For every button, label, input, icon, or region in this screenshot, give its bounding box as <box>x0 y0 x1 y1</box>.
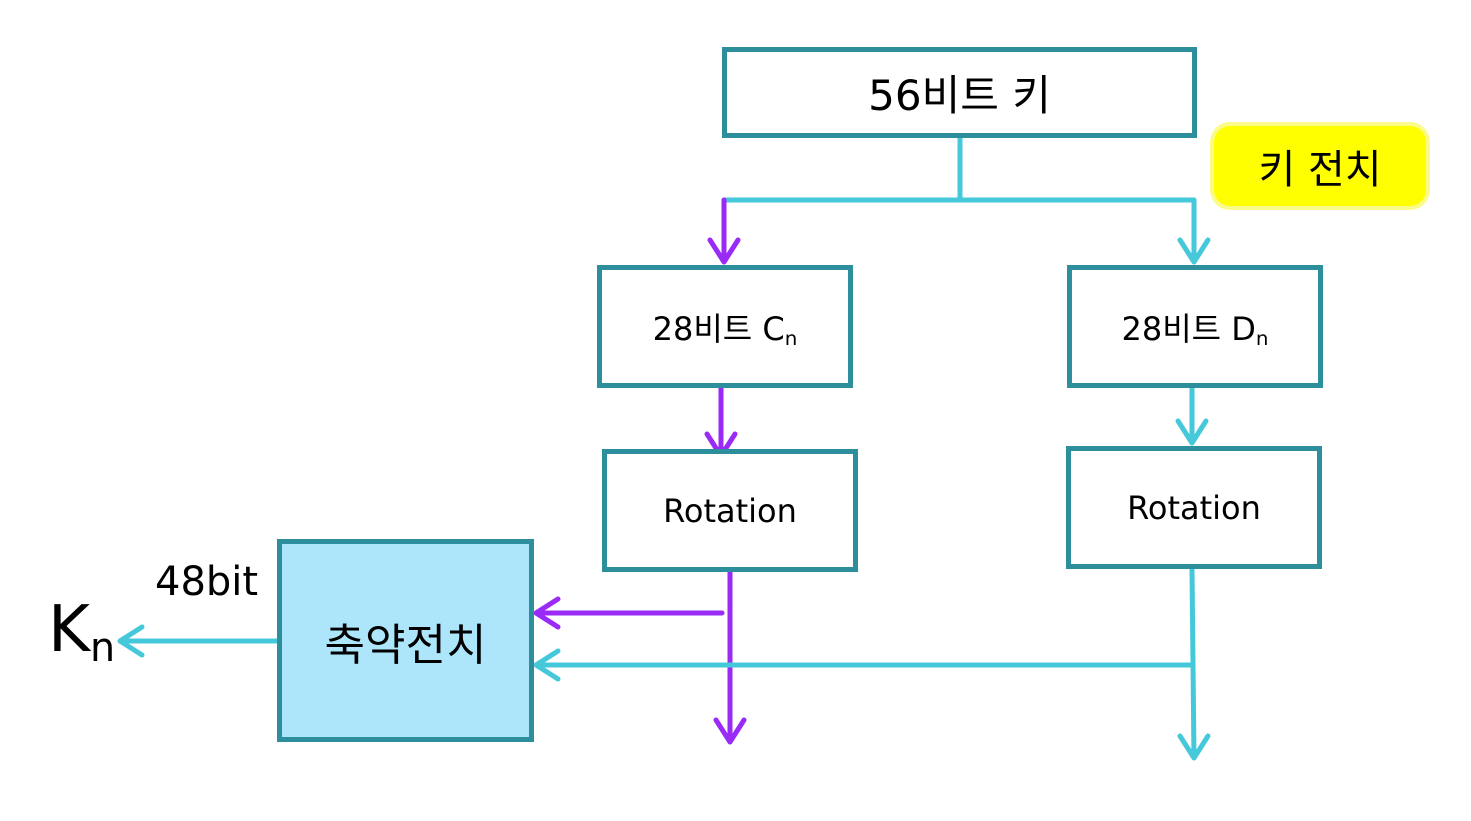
compression-permutation-box: 축약전치 <box>277 539 534 742</box>
rotation-right-label: Rotation <box>1127 488 1261 527</box>
key-56bit-label: 56비트 키 <box>868 71 1051 120</box>
c-half-box: 28비트 Cn <box>597 265 853 388</box>
compression-permutation-label: 축약전치 <box>324 619 487 671</box>
key-permutation-label: 키 전치 <box>1258 147 1382 193</box>
arrow-left-rotation-out <box>713 567 747 745</box>
arrow-left-to-reduce <box>533 596 725 630</box>
arrow-right-to-reduce <box>533 648 1195 682</box>
rotation-right-box: Rotation <box>1066 446 1322 569</box>
arrow-d-to-rotation <box>1175 385 1209 446</box>
output-key-label: Kn <box>48 593 116 671</box>
output-bits-label: 48bit <box>155 559 259 605</box>
d-half-box: 28비트 Dn <box>1067 265 1323 388</box>
arrow-output <box>117 624 281 658</box>
c-half-label: 28비트 Cn <box>652 309 798 350</box>
arrow-to-d <box>1177 197 1211 265</box>
key-56bit-box: 56비트 키 <box>722 47 1197 138</box>
rotation-left-label: Rotation <box>663 491 797 530</box>
split-line <box>721 133 1197 203</box>
arrow-c-to-rotation <box>704 385 738 459</box>
d-half-label: 28비트 Dn <box>1121 309 1269 350</box>
key-permutation-badge: 키 전치 <box>1214 126 1426 206</box>
arrow-to-c <box>707 197 741 265</box>
rotation-left-box: Rotation <box>602 449 858 572</box>
